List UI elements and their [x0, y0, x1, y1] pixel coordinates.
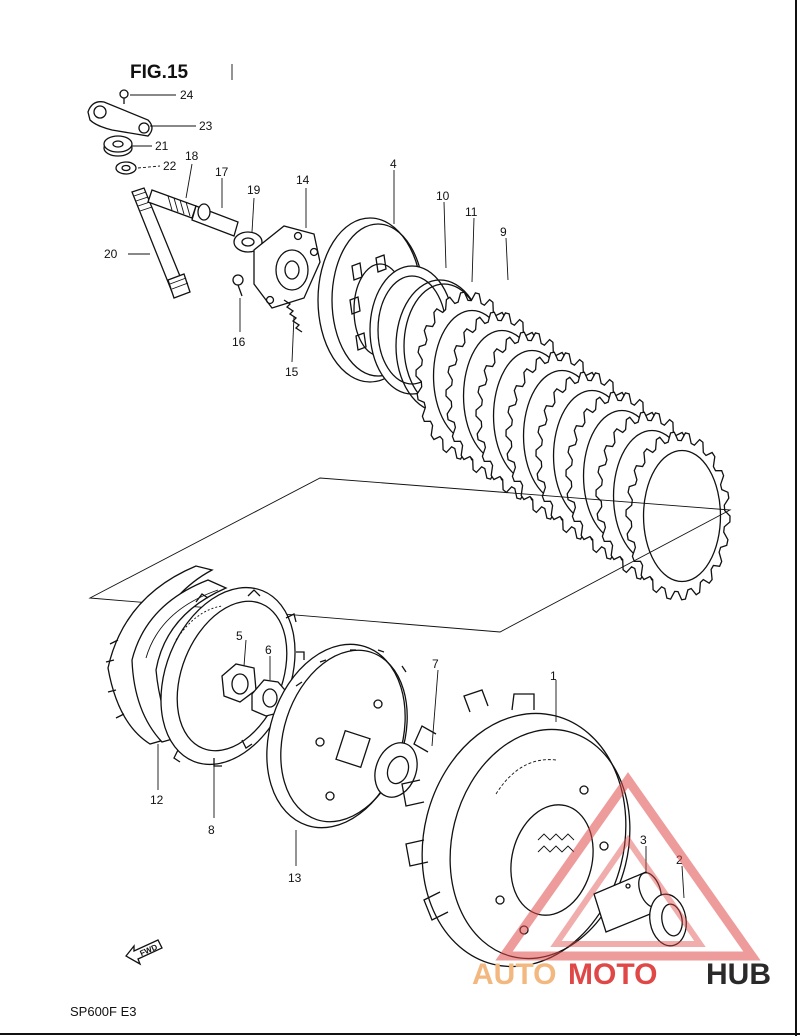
release-lever-assembly	[87, 89, 263, 299]
callout-24: 24	[180, 88, 194, 102]
callout-5: 5	[236, 629, 243, 643]
watermark-auto: AUTO	[472, 958, 556, 991]
part-22-washer	[115, 161, 137, 175]
leader-lines	[128, 94, 685, 899]
watermark-triangle-icon	[495, 772, 761, 961]
part-20-release-shaft	[131, 187, 191, 299]
callout-21: 21	[155, 139, 169, 153]
part-17-push-rod	[191, 203, 239, 237]
part-15-spring	[283, 299, 303, 333]
callouts: 24 23 21 22 18 17 19 20 14 16 15 4 10 11…	[104, 88, 683, 885]
part-9-plate-stack	[415, 291, 731, 601]
callout-4: 4	[390, 157, 397, 171]
callout-6: 6	[265, 643, 272, 657]
part-1-clutch-housing	[401, 689, 631, 968]
figure-title: FIG.15	[130, 62, 189, 83]
automotohub-watermark-logo: AUTO MOTO HUB	[472, 772, 771, 991]
callout-10: 10	[436, 189, 450, 203]
callout-1: 1	[550, 669, 557, 683]
fwd-label: FWD	[138, 942, 159, 958]
watermark-inner-triangle-icon	[550, 834, 706, 947]
callout-13: 13	[288, 871, 302, 885]
callout-15: 15	[285, 365, 299, 379]
part-23-lever	[87, 101, 153, 137]
callout-19: 19	[247, 183, 261, 197]
part-5-nut	[221, 663, 257, 703]
callout-20: 20	[104, 247, 118, 261]
part-16-bolt	[232, 274, 244, 297]
callout-18: 18	[185, 149, 199, 163]
section-frame	[88, 477, 732, 633]
part-19-bearing	[233, 231, 263, 253]
callout-14: 14	[296, 173, 310, 187]
watermark-moto: MOTO	[568, 958, 657, 991]
callout-12: 12	[150, 793, 164, 807]
part-2-bush	[649, 893, 687, 947]
watermark-hub: HUB	[706, 958, 771, 991]
part-21-nut	[103, 135, 133, 157]
callout-3: 3	[640, 833, 647, 847]
part-24-screw	[119, 89, 129, 104]
part-14-pressure-plate-lifter	[253, 225, 321, 309]
callout-17: 17	[215, 165, 229, 179]
callout-9: 9	[500, 225, 507, 239]
callout-11: 11	[465, 205, 478, 219]
fwd-arrow-icon: FWD	[125, 939, 163, 966]
model-code: SP600F E3	[70, 1004, 137, 1019]
callout-16: 16	[232, 335, 246, 349]
callout-22: 22	[163, 159, 177, 173]
callout-7: 7	[432, 657, 439, 671]
part-12-drive-plates	[105, 565, 228, 745]
callout-8: 8	[208, 823, 215, 837]
clutch-plate-bore	[642, 449, 722, 583]
callout-23: 23	[199, 119, 213, 133]
